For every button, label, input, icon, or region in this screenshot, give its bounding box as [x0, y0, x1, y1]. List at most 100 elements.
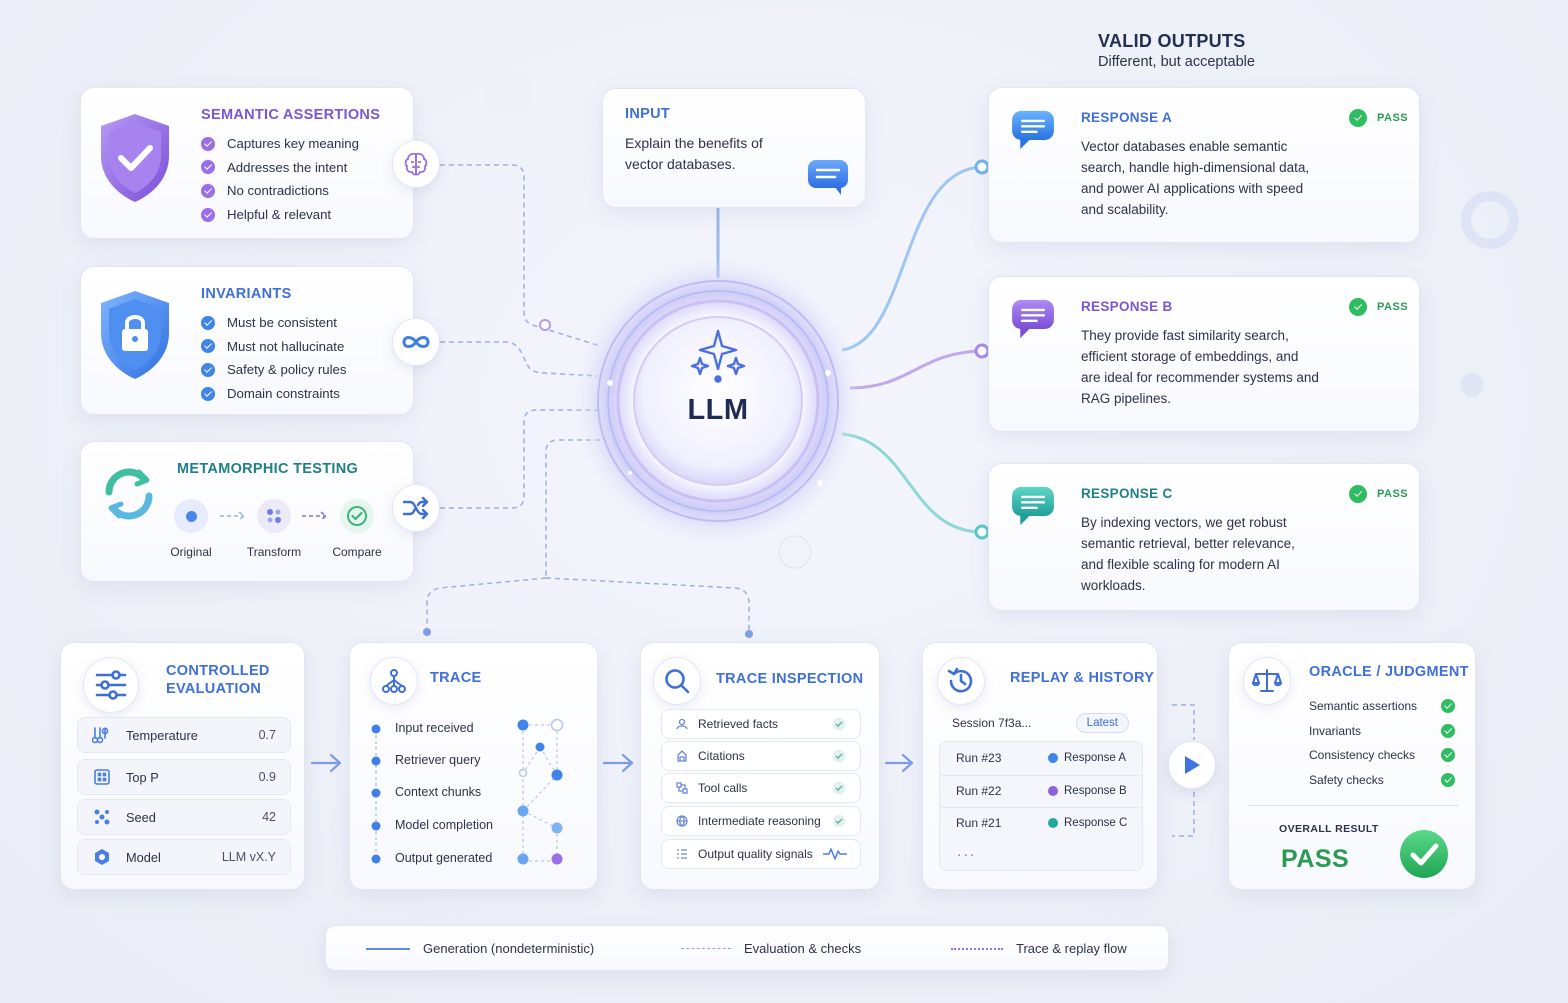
response-a-text: Vector databases enable semantic search,… [1081, 139, 1310, 217]
more-indicator[interactable]: ... [957, 843, 977, 860]
list-item: Domain constraints [201, 382, 346, 406]
param-temperature[interactable]: Temperature 0.7 [77, 717, 291, 753]
trace-title: TRACE [430, 670, 482, 686]
divider [1247, 805, 1459, 806]
semantic-assertions-title: SEMANTIC ASSERTIONS [201, 107, 381, 123]
trace-graph-icon [517, 718, 564, 865]
shuffle-node[interactable] [392, 484, 440, 532]
response-a-title: RESPONSE A [1081, 110, 1173, 125]
check-icon [832, 814, 846, 828]
inspection-item[interactable]: Output quality signals [661, 839, 861, 869]
controlled-evaluation-card: CONTROLLED EVALUATION Temperature 0.7 To… [60, 642, 305, 890]
check-icon [201, 339, 215, 354]
list-item: Helpful & relevant [201, 203, 359, 227]
thermometer-icon [92, 727, 109, 744]
infinity-node[interactable] [392, 318, 440, 366]
response-b-text: They provide fast similarity search, eff… [1081, 328, 1319, 406]
input-card: INPUT Explain the benefits of vector dat… [602, 88, 866, 208]
trace-step: Retriever query [395, 753, 481, 767]
check-icon [832, 749, 846, 763]
param-seed[interactable]: Seed 42 [77, 799, 291, 835]
replay-button[interactable] [1168, 741, 1216, 789]
check-icon [201, 386, 215, 401]
infinity-icon [402, 336, 430, 348]
connector-llm-to-response-a [841, 165, 983, 352]
arrow-trace-to-inspection [602, 753, 634, 773]
hexagon-icon [95, 849, 109, 865]
grid-icon [94, 769, 110, 785]
status-dot [1048, 817, 1058, 828]
transform-icon [267, 509, 281, 523]
metamorphic-step-label: Transform [246, 545, 302, 559]
invariants-list: Must be consistent Must not hallucinate … [201, 311, 346, 405]
citation-icon [677, 750, 687, 762]
graph-icon-wrap [370, 657, 418, 705]
brain-node[interactable] [392, 140, 440, 188]
latest-badge: Latest [1075, 713, 1129, 733]
check-icon [832, 781, 846, 795]
status-dot [1048, 785, 1058, 796]
shuffle-icon [402, 496, 429, 520]
metamorphic-testing-card: METAMORPHIC TESTING Original Transform C… [80, 441, 414, 582]
trace-inspection-title: TRACE INSPECTION [716, 671, 864, 687]
trace-card: TRACE Input received Retriever query Con… [349, 642, 598, 890]
pass-badge: PASS [1349, 485, 1408, 503]
hierarchy-icon [382, 669, 406, 693]
trace-step: Output generated [395, 851, 493, 865]
response-c-title: RESPONSE C [1081, 486, 1173, 501]
legend-label: Trace & replay flow [1016, 941, 1127, 956]
sliders-icon [95, 670, 127, 700]
scale-icon-wrap [1243, 657, 1291, 705]
llm-core-glow [572, 255, 864, 547]
check-icon [1441, 773, 1455, 787]
inspection-item[interactable]: Citations [661, 741, 861, 771]
check-icon [1441, 748, 1455, 762]
run-row[interactable]: Run #22 Response B [940, 775, 1142, 805]
metamorphic-original-dot [174, 499, 208, 533]
search-icon [665, 669, 690, 694]
tool-icon [676, 782, 688, 794]
input-prompt: Explain the benefits of vector databases… [625, 135, 763, 172]
check-circle-icon [347, 506, 367, 526]
trace-inspection-card: TRACE INSPECTION Retrieved facts Citatio… [640, 642, 880, 890]
overall-result-label: OVERALL RESULT [1279, 823, 1379, 835]
check-icon [201, 315, 215, 330]
connector-llm-to-response-c [841, 432, 983, 534]
metamorphic-compare-dot [340, 499, 374, 533]
controlled-evaluation-title: CONTROLLED EVALUATION [166, 663, 270, 697]
param-model[interactable]: Model LLM vX.Y [77, 839, 291, 875]
replay-history-card: REPLAY & HISTORY Session 7f3a... Latest … [922, 642, 1158, 890]
run-row[interactable]: Run #23 Response A [956, 751, 1127, 765]
connector-metamorphic-to-llm [440, 409, 598, 509]
valid-outputs-title: VALID OUTPUTS [1098, 31, 1246, 51]
dot-icon [185, 510, 197, 522]
status-dot [1048, 753, 1058, 763]
chat-bubble-icon [1012, 110, 1054, 150]
pass-badge: PASS [1349, 109, 1408, 127]
connector-invariants-to-llm [440, 341, 599, 377]
connector-replay-to-oracle [1172, 704, 1195, 740]
overall-result-value: PASS [1281, 845, 1350, 873]
shield-check-icon [101, 114, 169, 202]
inspection-item[interactable]: Retrieved facts [661, 709, 861, 739]
inspection-item[interactable]: Tool calls [661, 773, 861, 803]
inspection-item[interactable]: Intermediate reasoning [661, 806, 861, 836]
oracle-check-row: Semantic assertions [1309, 695, 1455, 717]
pulse-icon [823, 848, 847, 860]
invariants-card: INVARIANTS Must be consistent Must not h… [80, 266, 414, 415]
param-top-p[interactable]: Top P 0.9 [77, 759, 291, 795]
run-row[interactable]: Run #21 Response C [940, 807, 1142, 837]
search-icon-wrap [653, 657, 701, 705]
legend-dotted-line [951, 948, 1003, 950]
list-item: Must be consistent [201, 311, 346, 335]
oracle-title: ORACLE / JUDGMENT [1309, 664, 1469, 680]
session-row[interactable]: Session 7f3a... Latest [939, 709, 1143, 737]
chat-bubble-icon [808, 160, 848, 195]
check-icon [1349, 109, 1367, 127]
legend: Generation (nondeterministic) Evaluation… [325, 925, 1169, 971]
list-item: Addresses the intent [201, 156, 359, 180]
oracle-check-row: Invariants [1309, 720, 1455, 742]
play-icon [1185, 756, 1200, 774]
check-icon [201, 362, 215, 377]
